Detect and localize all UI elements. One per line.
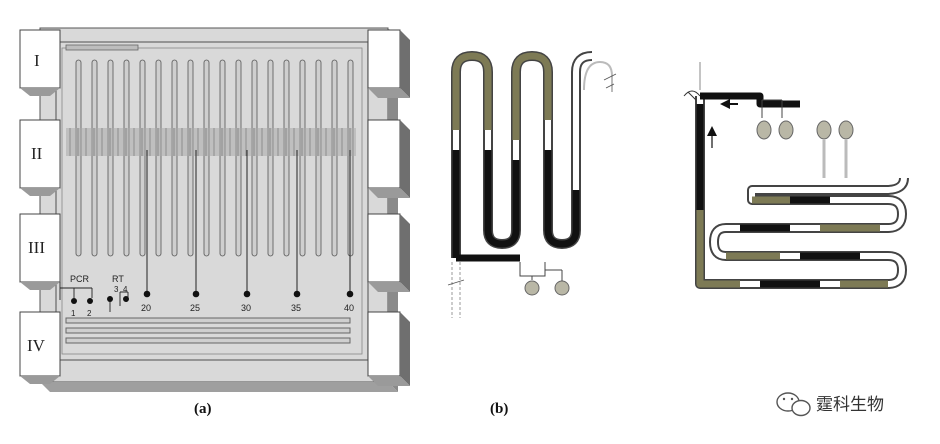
chip-channel bbox=[107, 59, 114, 257]
zone-label-3: III bbox=[28, 238, 45, 257]
rt-label: RT bbox=[112, 274, 124, 284]
chip-channel bbox=[139, 59, 146, 257]
chip-channel bbox=[91, 59, 98, 257]
cycle-number-40: 40 bbox=[344, 303, 354, 313]
section-olive-2 bbox=[512, 52, 552, 140]
panel-a-chip: I II III IV bbox=[19, 27, 410, 392]
pcr-number-1: 1 bbox=[71, 309, 76, 318]
flow-olive-left bbox=[696, 210, 740, 288]
chip-channel bbox=[123, 59, 130, 257]
zone-4-channels bbox=[65, 317, 351, 344]
caption-a: (a) bbox=[194, 401, 212, 417]
zone-tab-1: I bbox=[19, 29, 61, 96]
right-tabs bbox=[367, 29, 410, 386]
zone-tab-4: IV bbox=[19, 311, 61, 384]
cycle-number-20: 20 bbox=[141, 303, 151, 313]
cycle-number-30: 30 bbox=[241, 303, 251, 313]
serpentine-outline bbox=[451, 51, 593, 258]
wechat-icon bbox=[776, 392, 811, 417]
zone-2-band-lines bbox=[69, 128, 351, 156]
chip-channel bbox=[155, 59, 162, 257]
chip-channel bbox=[171, 59, 178, 257]
section-black-2 bbox=[484, 150, 520, 248]
watermark: 霆科生物 bbox=[776, 392, 884, 417]
rt-number-4: 4 bbox=[123, 285, 128, 294]
chip-channel bbox=[187, 59, 194, 257]
panel-b-flow-extras bbox=[683, 62, 854, 178]
panel-b-serpentine bbox=[451, 51, 593, 262]
zone-2-band bbox=[66, 128, 356, 156]
flow-black-top bbox=[700, 92, 800, 108]
outlet-dot bbox=[293, 290, 301, 298]
outlet-dot bbox=[346, 290, 354, 298]
zone-label-1: I bbox=[34, 51, 40, 70]
chip-channel bbox=[203, 59, 210, 257]
chip-channel bbox=[235, 59, 242, 257]
cycle-outlets: 20 25 30 35 40 bbox=[141, 150, 354, 313]
section-olive-1 bbox=[452, 52, 492, 130]
chip-channel bbox=[331, 59, 338, 257]
zone-tab-3: III bbox=[19, 213, 61, 290]
panel-b-serpentine-extras bbox=[447, 60, 617, 318]
zone-label-2: II bbox=[31, 144, 43, 163]
chip-channel bbox=[267, 59, 274, 257]
watermark-text: 霆科生物 bbox=[816, 395, 884, 415]
chip-channel bbox=[75, 59, 82, 257]
flow-core bbox=[697, 96, 907, 287]
outlet-dot bbox=[243, 290, 251, 298]
chip-channel bbox=[251, 59, 258, 257]
zone-label-4: IV bbox=[27, 336, 46, 355]
panel-b-flow-channel bbox=[695, 92, 909, 289]
chip-channel bbox=[219, 59, 226, 257]
pcr-label: PCR bbox=[70, 274, 90, 284]
chip-channel bbox=[315, 59, 322, 257]
chip-channels bbox=[75, 59, 354, 257]
chip-channel bbox=[283, 59, 290, 257]
pcr-rt-connectors bbox=[59, 282, 129, 312]
cycle-number-35: 35 bbox=[291, 303, 301, 313]
outlet-dot bbox=[192, 290, 200, 298]
cycle-number-25: 25 bbox=[190, 303, 200, 313]
rt-number-3: 3 bbox=[114, 285, 119, 294]
caption-b: (b) bbox=[490, 401, 508, 417]
chip-channel bbox=[299, 59, 306, 257]
section-black-3 bbox=[544, 150, 580, 248]
pcr-number-2: 2 bbox=[87, 309, 92, 318]
outlet-dot bbox=[143, 290, 151, 298]
zone-tab-2: II bbox=[19, 119, 61, 196]
